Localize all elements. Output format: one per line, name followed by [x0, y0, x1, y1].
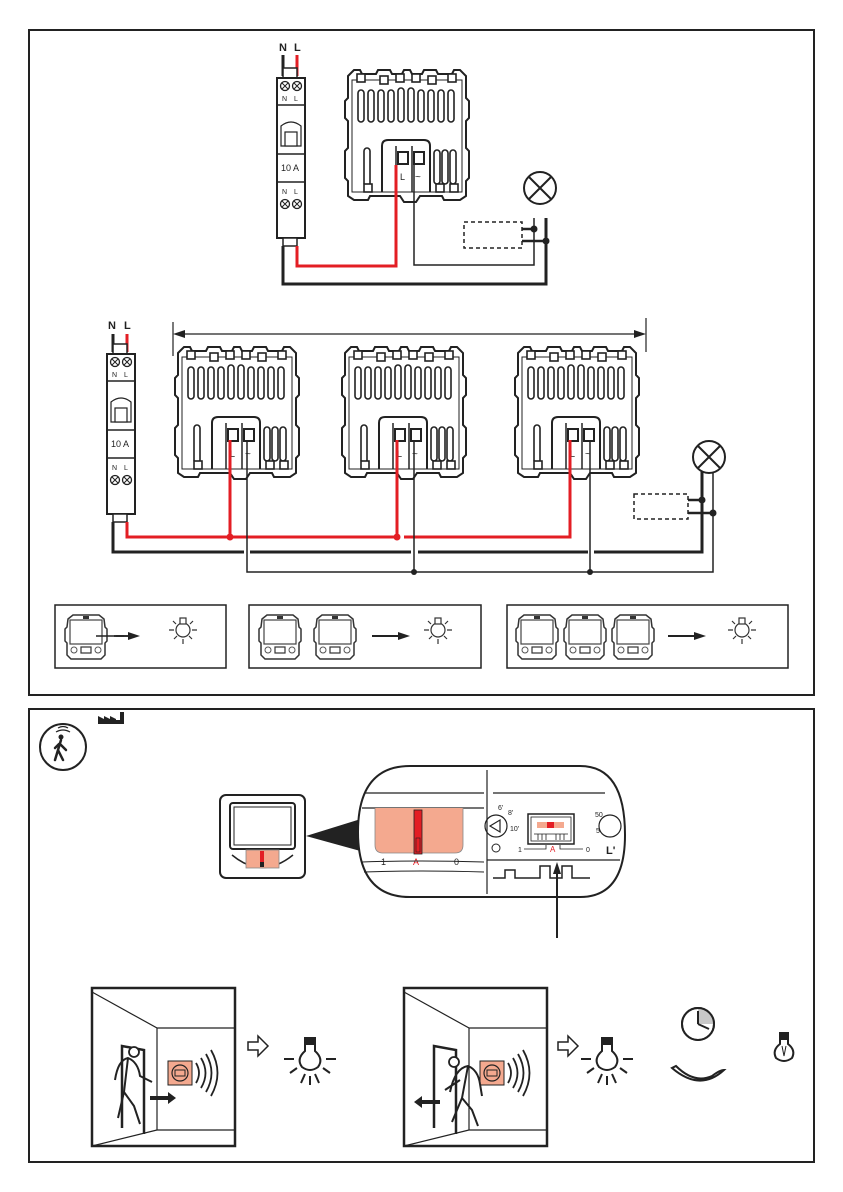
light-on-icon: [284, 1037, 336, 1085]
timer-10-label: 10': [510, 826, 519, 833]
zoom-pointer: [306, 818, 364, 852]
config-example-1: [55, 605, 226, 668]
single-detector-diagram: N L: [277, 42, 556, 284]
switch-0-label: 0: [586, 847, 590, 854]
detector-front-icon: [612, 615, 654, 659]
scene-leave: [404, 988, 793, 1146]
result-arrow-icon: [558, 1036, 578, 1056]
optional-load-box: [634, 494, 688, 519]
detector-front-icon: [259, 615, 301, 659]
config-example-3: [507, 605, 788, 668]
neutral-label: N: [108, 320, 116, 332]
neutral-label: N: [279, 42, 287, 54]
lamp-symbol: [693, 441, 725, 473]
lux-50-label: 50: [595, 812, 603, 819]
config-example-2: [249, 605, 481, 668]
lux-symbol: L': [606, 845, 616, 857]
detector-front-icon: [564, 615, 606, 659]
live-label: L: [294, 42, 301, 54]
selector-slider[interactable]: [414, 810, 422, 854]
multi-detector-diagram: N L: [107, 318, 725, 575]
live-label: L: [124, 320, 131, 332]
detector-mechanism-2: [342, 347, 466, 479]
light-off-icon: [775, 1032, 794, 1061]
position-a-label: A: [413, 857, 419, 867]
position-0-label: 0: [454, 857, 459, 867]
timer-8-label: 8': [508, 810, 513, 817]
circuit-breaker: [277, 68, 305, 246]
clock-icon: [682, 1008, 714, 1040]
switch-a-label: A: [550, 845, 556, 854]
detector-front-icon: [516, 615, 558, 659]
timer-6-label: 6': [498, 805, 503, 812]
detector-mechanism-3: [515, 347, 639, 479]
lamp-symbol: [524, 172, 556, 204]
position-1-label: 1: [381, 857, 386, 867]
detector-front-icon: [314, 615, 356, 659]
neutral-wire: [113, 470, 702, 552]
detector-front-icon: [65, 615, 107, 659]
light-on-icon: [581, 1037, 633, 1085]
switch-1-label: 1: [518, 847, 522, 854]
detector-device: [220, 795, 305, 878]
scene-enter: [92, 988, 336, 1146]
circuit-breaker: [107, 344, 135, 522]
lux-5-label: 5: [596, 828, 600, 835]
delay-arc-icon: [672, 1066, 724, 1081]
detector-mechanism-1: [175, 347, 299, 479]
selector-magnified: 1 A 0 6' 8' 10' 1 A 0 50 5 L': [358, 766, 625, 897]
presence-detector-icon: [40, 724, 86, 770]
optional-load-box: [464, 222, 522, 248]
result-arrow-icon: [248, 1036, 268, 1056]
detector-mechanism: [345, 70, 469, 202]
factory-icon: [98, 712, 124, 724]
